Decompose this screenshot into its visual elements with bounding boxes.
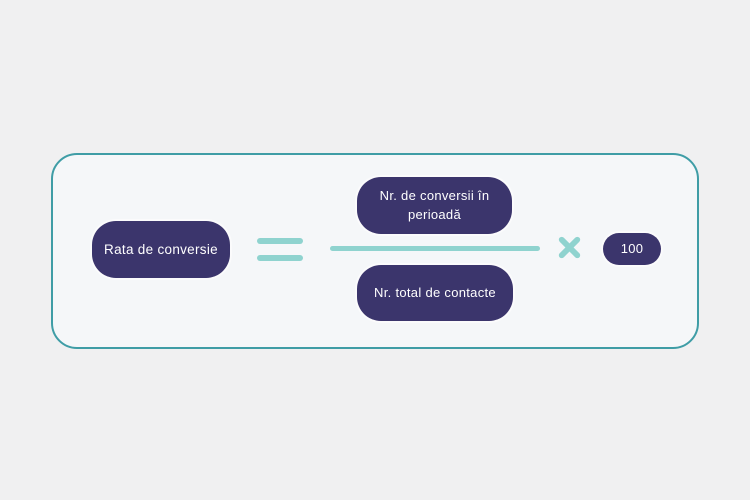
fraction-divider-line	[330, 246, 540, 251]
numerator-label: Nr. de conversii în perioadă	[379, 187, 490, 222]
multiply-strokes	[558, 236, 581, 259]
equals-icon	[257, 238, 303, 261]
multiplier-value: 100	[620, 240, 644, 256]
equals-bar-bottom	[257, 255, 303, 261]
result-pill: Rata de conversie	[92, 221, 230, 278]
equals-bar-top	[257, 238, 303, 244]
result-label: Rata de conversie	[104, 241, 218, 257]
numerator-pill: Nr. de conversii în perioadă	[357, 177, 512, 234]
denominator-label: Nr. total de contacte	[374, 284, 496, 300]
denominator-pill: Nr. total de contacte	[357, 265, 513, 321]
multiply-icon	[558, 236, 581, 259]
multiplier-pill: 100	[603, 233, 661, 265]
